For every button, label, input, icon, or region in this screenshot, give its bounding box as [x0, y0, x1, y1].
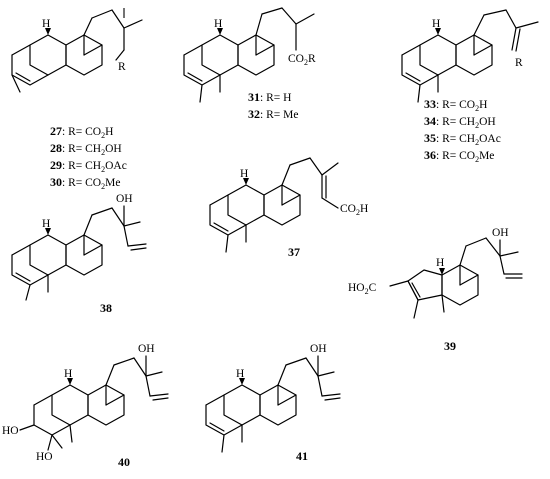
h-label: H — [236, 368, 244, 380]
h-label: H — [64, 368, 72, 380]
legend-34: 34: R= CH2OH — [424, 114, 496, 130]
compound-38-number: 38 — [100, 301, 112, 315]
structure-40: H OH HO HO 40 — [2, 343, 169, 469]
legend-33: 33: R= CO2H — [424, 97, 487, 113]
legend-32: 32: R= Me — [248, 107, 298, 121]
h-label: H — [42, 218, 50, 230]
legend-30: 30: R= CO2Me — [50, 175, 120, 191]
h-label: H — [214, 18, 222, 30]
legend-36: 36: R= CO2Me — [424, 148, 494, 164]
ho2c-label: HO2C — [348, 282, 377, 296]
co2h-label: CO2H — [340, 203, 368, 217]
legend-29: 29: R= CH2OAc — [50, 158, 127, 174]
structure-31-32: H CO2R — [183, 7, 316, 103]
h-label: H — [432, 18, 440, 30]
ho-label-1: HO — [2, 425, 19, 437]
compound-40-number: 40 — [118, 455, 130, 469]
structure-37: H CO2H 37 — [209, 157, 368, 259]
r-label: R — [515, 57, 523, 69]
structure-41: H OH 41 — [205, 343, 341, 463]
legend-31-32: 31: R= H 32: R= Me — [248, 90, 298, 121]
compound-41-number: 41 — [296, 449, 308, 463]
structure-27-30: H R — [11, 8, 143, 93]
h-label: H — [436, 257, 444, 269]
co2r-label: CO2R — [288, 53, 316, 67]
compound-37-number: 37 — [288, 245, 300, 259]
h-label: H — [240, 168, 248, 180]
compound-39-number: 39 — [444, 339, 456, 353]
h-label: H — [42, 18, 50, 30]
legend-28: 28: R= CH2OH — [50, 141, 122, 157]
oh-label: OH — [116, 193, 133, 205]
legend-27-30: 27: R= CO2H 28: R= CH2OH 29: R= CH2OAc 3… — [50, 124, 127, 191]
ho-label-2: HO — [36, 451, 53, 463]
structure-39: H OH HO2C 39 — [348, 227, 523, 353]
structure-38: H OH 38 — [11, 193, 147, 315]
legend-35: 35: R= CH2OAc — [424, 131, 501, 147]
r-label: R — [118, 61, 126, 73]
oh-label: OH — [492, 227, 509, 239]
oh-label: OH — [310, 343, 327, 355]
oh-label: OH — [138, 343, 155, 355]
legend-33-36: 33: R= CO2H 34: R= CH2OH 35: R= CH2OAc 3… — [424, 97, 501, 164]
legend-31: 31: R= H — [248, 90, 291, 104]
structure-33-36: H R — [401, 9, 539, 103]
legend-27: 27: R= CO2H — [50, 124, 113, 140]
